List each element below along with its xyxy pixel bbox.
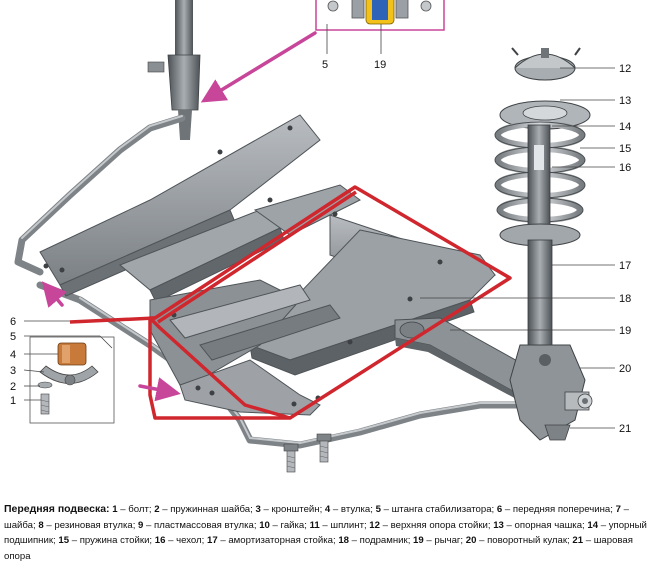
caption-item-text: – шаровая опора — [4, 535, 633, 562]
callout-1: 1 — [10, 395, 16, 407]
caption-item-text: – подрамник; — [348, 535, 414, 546]
caption-item-number: 2 — [154, 504, 160, 515]
callout-21: 21 — [619, 423, 631, 435]
stabilizer-bar — [14, 114, 529, 449]
caption-item-number: 10 — [259, 519, 270, 531]
callout-19: 19 — [619, 325, 631, 337]
caption-item-number: 13 — [493, 519, 504, 531]
callout-5-top: 5 — [322, 59, 328, 71]
caption-item-text: – амортизаторная стойка; — [217, 535, 339, 546]
callout-19-top: 19 — [374, 59, 386, 71]
callout-16: 16 — [619, 162, 631, 174]
caption-item-text: – опорная чашка; — [503, 519, 588, 531]
caption-item-number: 9 — [138, 519, 144, 531]
stabilizer-mount-detail — [37, 342, 99, 415]
caption-legend: 1 – болт; 2 – пружинная шайба; 3 – кронш… — [4, 504, 647, 562]
detail-box — [29, 336, 115, 424]
caption-item-number: 4 — [324, 504, 331, 515]
mount-bolts — [283, 433, 332, 473]
caption-item-number: 19 — [413, 535, 424, 546]
caption-item-number: 20 — [465, 535, 477, 546]
left-strut — [147, 0, 201, 140]
caption-item-text: – штанга стабилизатора; — [380, 504, 497, 515]
caption-item-number: 6 — [496, 504, 503, 515]
leader-lines — [23, 24, 615, 429]
callout-numbers: 5 19 12 13 14 15 16 17 18 19 20 21 6 5 4… — [10, 59, 631, 435]
caption-item-text: – упорный подшипник; — [4, 519, 647, 547]
caption-title: Передняя подвеска: — [4, 503, 110, 515]
callout-3: 3 — [10, 365, 16, 377]
caption-item-text: – чехол; — [165, 535, 207, 546]
caption-item-number: 1 — [112, 504, 118, 515]
caption-item-text: – кронштейн; — [260, 504, 325, 515]
caption-item-text: – втулка; — [330, 504, 376, 515]
caption-item-number: 17 — [207, 535, 218, 546]
caption-item-text: – передняя поперечина; — [502, 504, 616, 515]
caption-item-number: 14 — [587, 519, 599, 531]
caption-item-number: 3 — [255, 504, 261, 515]
callout-20: 20 — [619, 363, 631, 375]
callout-12: 12 — [619, 63, 631, 75]
callout-18: 18 — [619, 293, 631, 305]
caption-item-text: – поворотный кулак; — [476, 535, 573, 546]
right-strut-assembly — [494, 47, 593, 441]
detail-arrows — [41, 31, 317, 402]
callout-4: 4 — [10, 349, 16, 361]
caption-item-number: 15 — [58, 535, 70, 546]
caption-item-text: – верхняя опора стойки; — [379, 519, 494, 531]
callout-15: 15 — [619, 143, 631, 155]
caption-item-number: 21 — [572, 535, 584, 546]
callout-13: 13 — [619, 95, 631, 107]
caption-item-text: – шплинт; — [319, 519, 370, 531]
caption-item-number: 12 — [369, 519, 380, 531]
front-crossmember-highlight — [69, 185, 512, 420]
caption-item-number: 5 — [375, 504, 381, 515]
caption-item-text: – рычаг; — [423, 535, 466, 546]
caption-item-text: – резиновая втулка; — [43, 519, 139, 531]
caption-item-number: 7 — [615, 504, 621, 515]
callout-2: 2 — [10, 381, 16, 393]
callout-17: 17 — [619, 260, 631, 272]
caption-item-number: 8 — [38, 519, 44, 531]
caption-item-number: 16 — [154, 535, 166, 546]
caption-item-number: 18 — [338, 535, 349, 546]
caption-item-text: – болт; — [117, 504, 155, 515]
caption-item-number: 11 — [309, 519, 320, 531]
callout-6: 6 — [10, 316, 16, 328]
caption-item-text: – гайка; — [269, 519, 310, 531]
subframe — [39, 114, 496, 416]
caption-item-text: – пластмассовая втулка; — [143, 519, 260, 531]
figure-caption: Передняя подвеска: 1 – болт; 2 – пружинн… — [4, 502, 658, 564]
caption-item-text: – пружина стойки; — [69, 535, 155, 546]
inset-detail-top — [315, 0, 445, 31]
caption-item-text: – пружинная шайба; — [159, 504, 256, 515]
callout-14: 14 — [619, 121, 631, 133]
callout-5: 5 — [10, 331, 16, 343]
caption-item-text: – шайба; — [4, 504, 629, 531]
